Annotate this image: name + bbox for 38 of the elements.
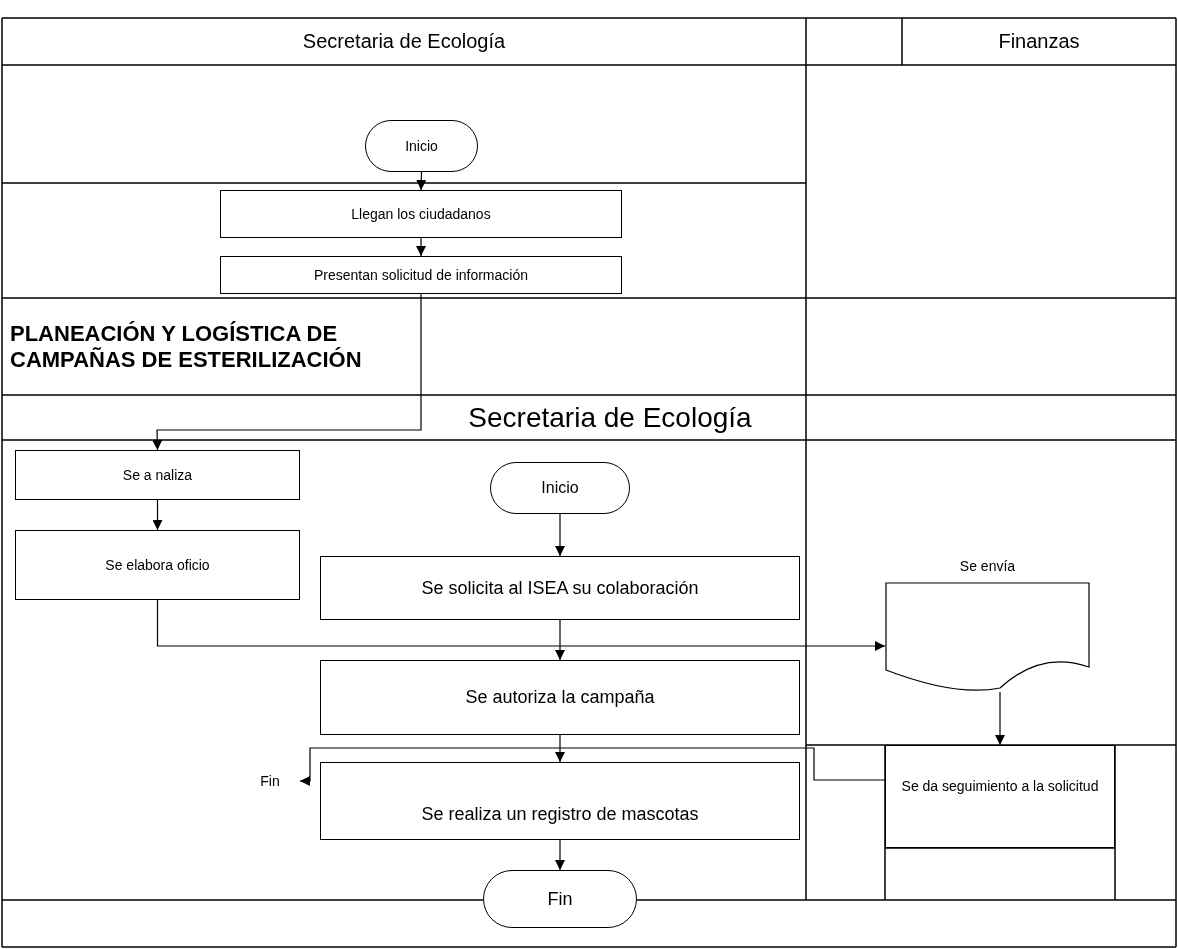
node-label: Se da seguimiento a la solicitud — [900, 777, 1100, 796]
arrow — [995, 691, 1005, 746]
process-box — [320, 660, 800, 735]
node-label: Se envía — [958, 557, 1017, 576]
process-box — [885, 745, 1115, 848]
node-label: Inicio — [404, 136, 439, 156]
node-label: Fin — [259, 771, 281, 791]
process-box — [320, 762, 800, 840]
node-label: Se a naliza — [121, 465, 194, 485]
node-label: Se solicita al ISEA su colaboración — [420, 576, 700, 600]
arrow — [156, 599, 886, 651]
section-label: Secretaria de Ecología — [467, 401, 753, 435]
diagram-title: PLANEACIÓN Y LOGÍSTICA DE CAMPAÑAS DE ESTERILIZACIÓN — [10, 320, 363, 374]
process-box — [320, 556, 800, 620]
arrow — [555, 513, 565, 557]
arrow — [152, 499, 163, 531]
terminator-shape — [490, 462, 630, 514]
arrow — [555, 734, 565, 763]
arrow — [555, 619, 565, 661]
node-label: Se autoriza la campaña — [464, 686, 656, 710]
terminator-shape — [365, 120, 478, 172]
arrow — [299, 747, 886, 786]
node-label: Presentan solicitud de información — [313, 265, 529, 285]
process-box — [15, 450, 300, 500]
process-box — [220, 190, 622, 238]
node-label: Fin — [546, 887, 574, 911]
arrow — [416, 171, 427, 191]
node-label: Se realiza un registro de mascotas — [420, 802, 700, 826]
node-label: Llegan los ciudadanos — [350, 204, 492, 224]
node-label: Inicio — [540, 478, 580, 499]
process-box — [15, 530, 300, 600]
lane-header: Finanzas — [997, 29, 1081, 54]
node-label: Se elabora oficio — [104, 555, 211, 575]
lane-header: Secretaria de Ecología — [301, 29, 507, 54]
arrow — [416, 237, 426, 257]
process-box — [220, 256, 622, 294]
arrow — [152, 293, 422, 451]
arrow — [555, 839, 565, 871]
